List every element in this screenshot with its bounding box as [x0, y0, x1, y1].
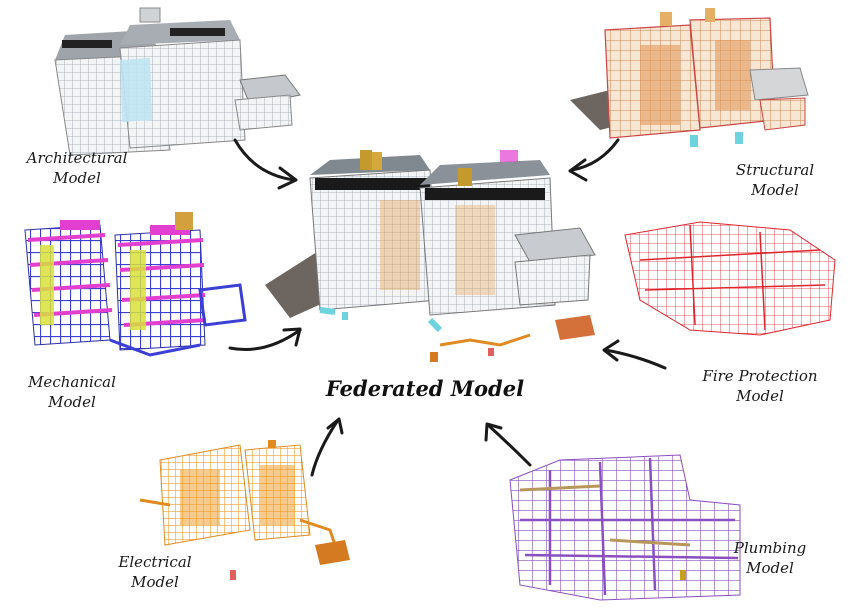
arrow-architectural [233, 138, 298, 190]
structural-model-image [570, 8, 809, 147]
mechanical-model-image [24, 212, 247, 357]
fire-protection-model-image [624, 221, 836, 336]
arrows [228, 138, 667, 477]
federated-model-image [265, 150, 596, 362]
architectural-model-image [54, 7, 301, 156]
electrical-model-image [139, 440, 350, 580]
arrow-structural [568, 138, 620, 182]
arrow-electrical [310, 417, 344, 477]
federated-model-title: Federated Model [325, 376, 525, 401]
plumbing-model-image [509, 454, 741, 601]
arrow-mechanical [228, 327, 302, 352]
arrow-plumbing [484, 422, 532, 467]
arrow-fire-protection [602, 339, 667, 370]
